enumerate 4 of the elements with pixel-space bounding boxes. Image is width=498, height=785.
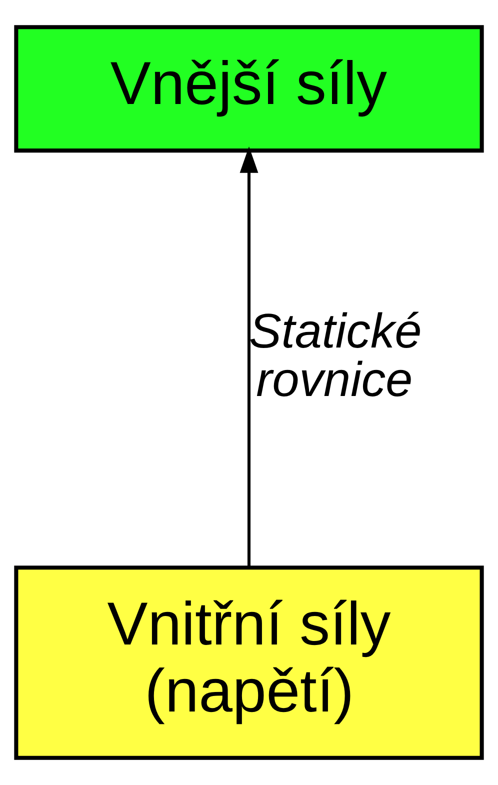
node-box: Vnitřní síly (napětí) [14,566,484,760]
edge-label: Statické rovnice [249,304,422,407]
node-box: Vnější síly [14,25,484,153]
arrow [240,146,258,568]
